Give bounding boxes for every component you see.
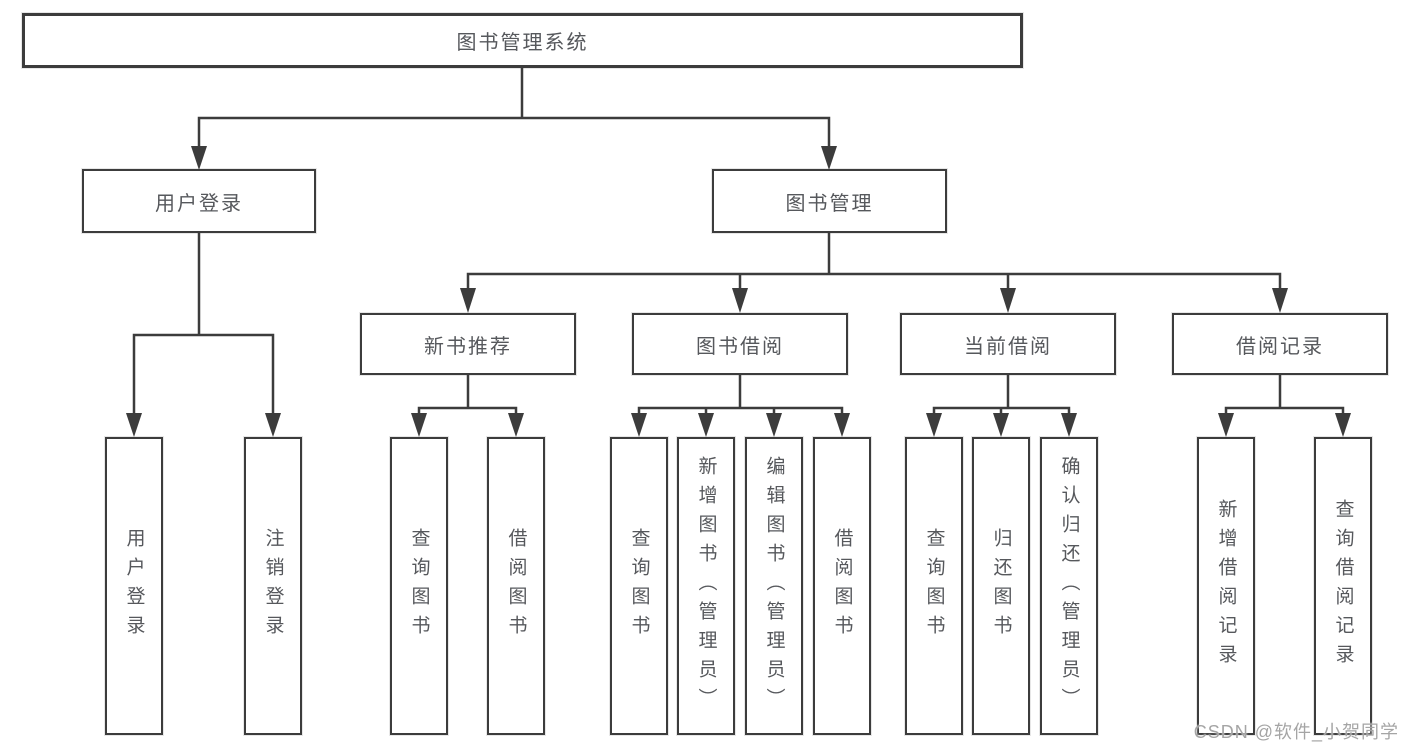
node-user-login: 用户登录 [82,169,316,233]
leaf-label: 查询图书 [923,528,945,644]
node-library-management-system: 图书管理系统 [22,13,1023,68]
node-label: 借阅记录 [1236,335,1324,358]
leaf-label: 查询图书 [628,528,650,644]
leaf-edit-books-admin: 编辑图书（管理员） [745,437,803,735]
leaf-query-books-current: 查询图书 [905,437,963,735]
node-label: 图书管理 [785,192,874,215]
leaf-return-books: 归还图书 [972,437,1030,735]
leaf-label: 新增借阅记录 [1215,499,1237,673]
leaf-label: 确认归还（管理员） [1058,455,1080,717]
leaf-add-borrow-record: 新增借阅记录 [1197,437,1255,735]
leaf-add-books-admin: 新增图书（管理员） [677,437,735,735]
leaf-query-books-borrowing: 查询图书 [610,437,668,735]
node-label: 用户登录 [155,192,243,215]
node-label: 图书管理系统 [456,32,589,54]
node-book-management: 图书管理 [712,169,947,233]
node-label: 图书借阅 [696,335,784,358]
node-new-book-recommendation: 新书推荐 [360,313,576,375]
node-borrowing-records: 借阅记录 [1172,313,1388,375]
leaf-label: 查询图书 [408,528,430,644]
leaf-label: 用户登录 [123,528,145,644]
leaf-borrow-books-borrowing: 借阅图书 [813,437,871,735]
node-label: 新书推荐 [424,335,512,358]
leaf-user-login: 用户登录 [105,437,163,735]
leaf-confirm-return-admin: 确认归还（管理员） [1040,437,1098,735]
leaf-label: 归还图书 [990,528,1012,644]
leaf-label: 借阅图书 [831,528,853,644]
leaf-query-borrow-record: 查询借阅记录 [1314,437,1372,735]
leaf-label: 注销登录 [262,528,284,644]
leaf-logout: 注销登录 [244,437,302,735]
arrowhead-icon [126,146,1351,437]
leaf-label: 新增图书（管理员） [695,455,717,717]
leaf-label: 借阅图书 [505,528,527,644]
leaf-label: 编辑图书（管理员） [763,455,785,717]
node-book-borrowing: 图书借阅 [632,313,848,375]
leaf-query-books-recommend: 查询图书 [390,437,448,735]
node-label: 当前借阅 [964,335,1052,358]
leaf-label: 查询借阅记录 [1332,499,1354,673]
watermark: CSDN @软件_小贺同学 [1193,722,1399,742]
node-current-borrowing: 当前借阅 [900,313,1116,375]
tree-edges [132,66,1345,417]
leaf-borrow-books-recommend: 借阅图书 [487,437,545,735]
